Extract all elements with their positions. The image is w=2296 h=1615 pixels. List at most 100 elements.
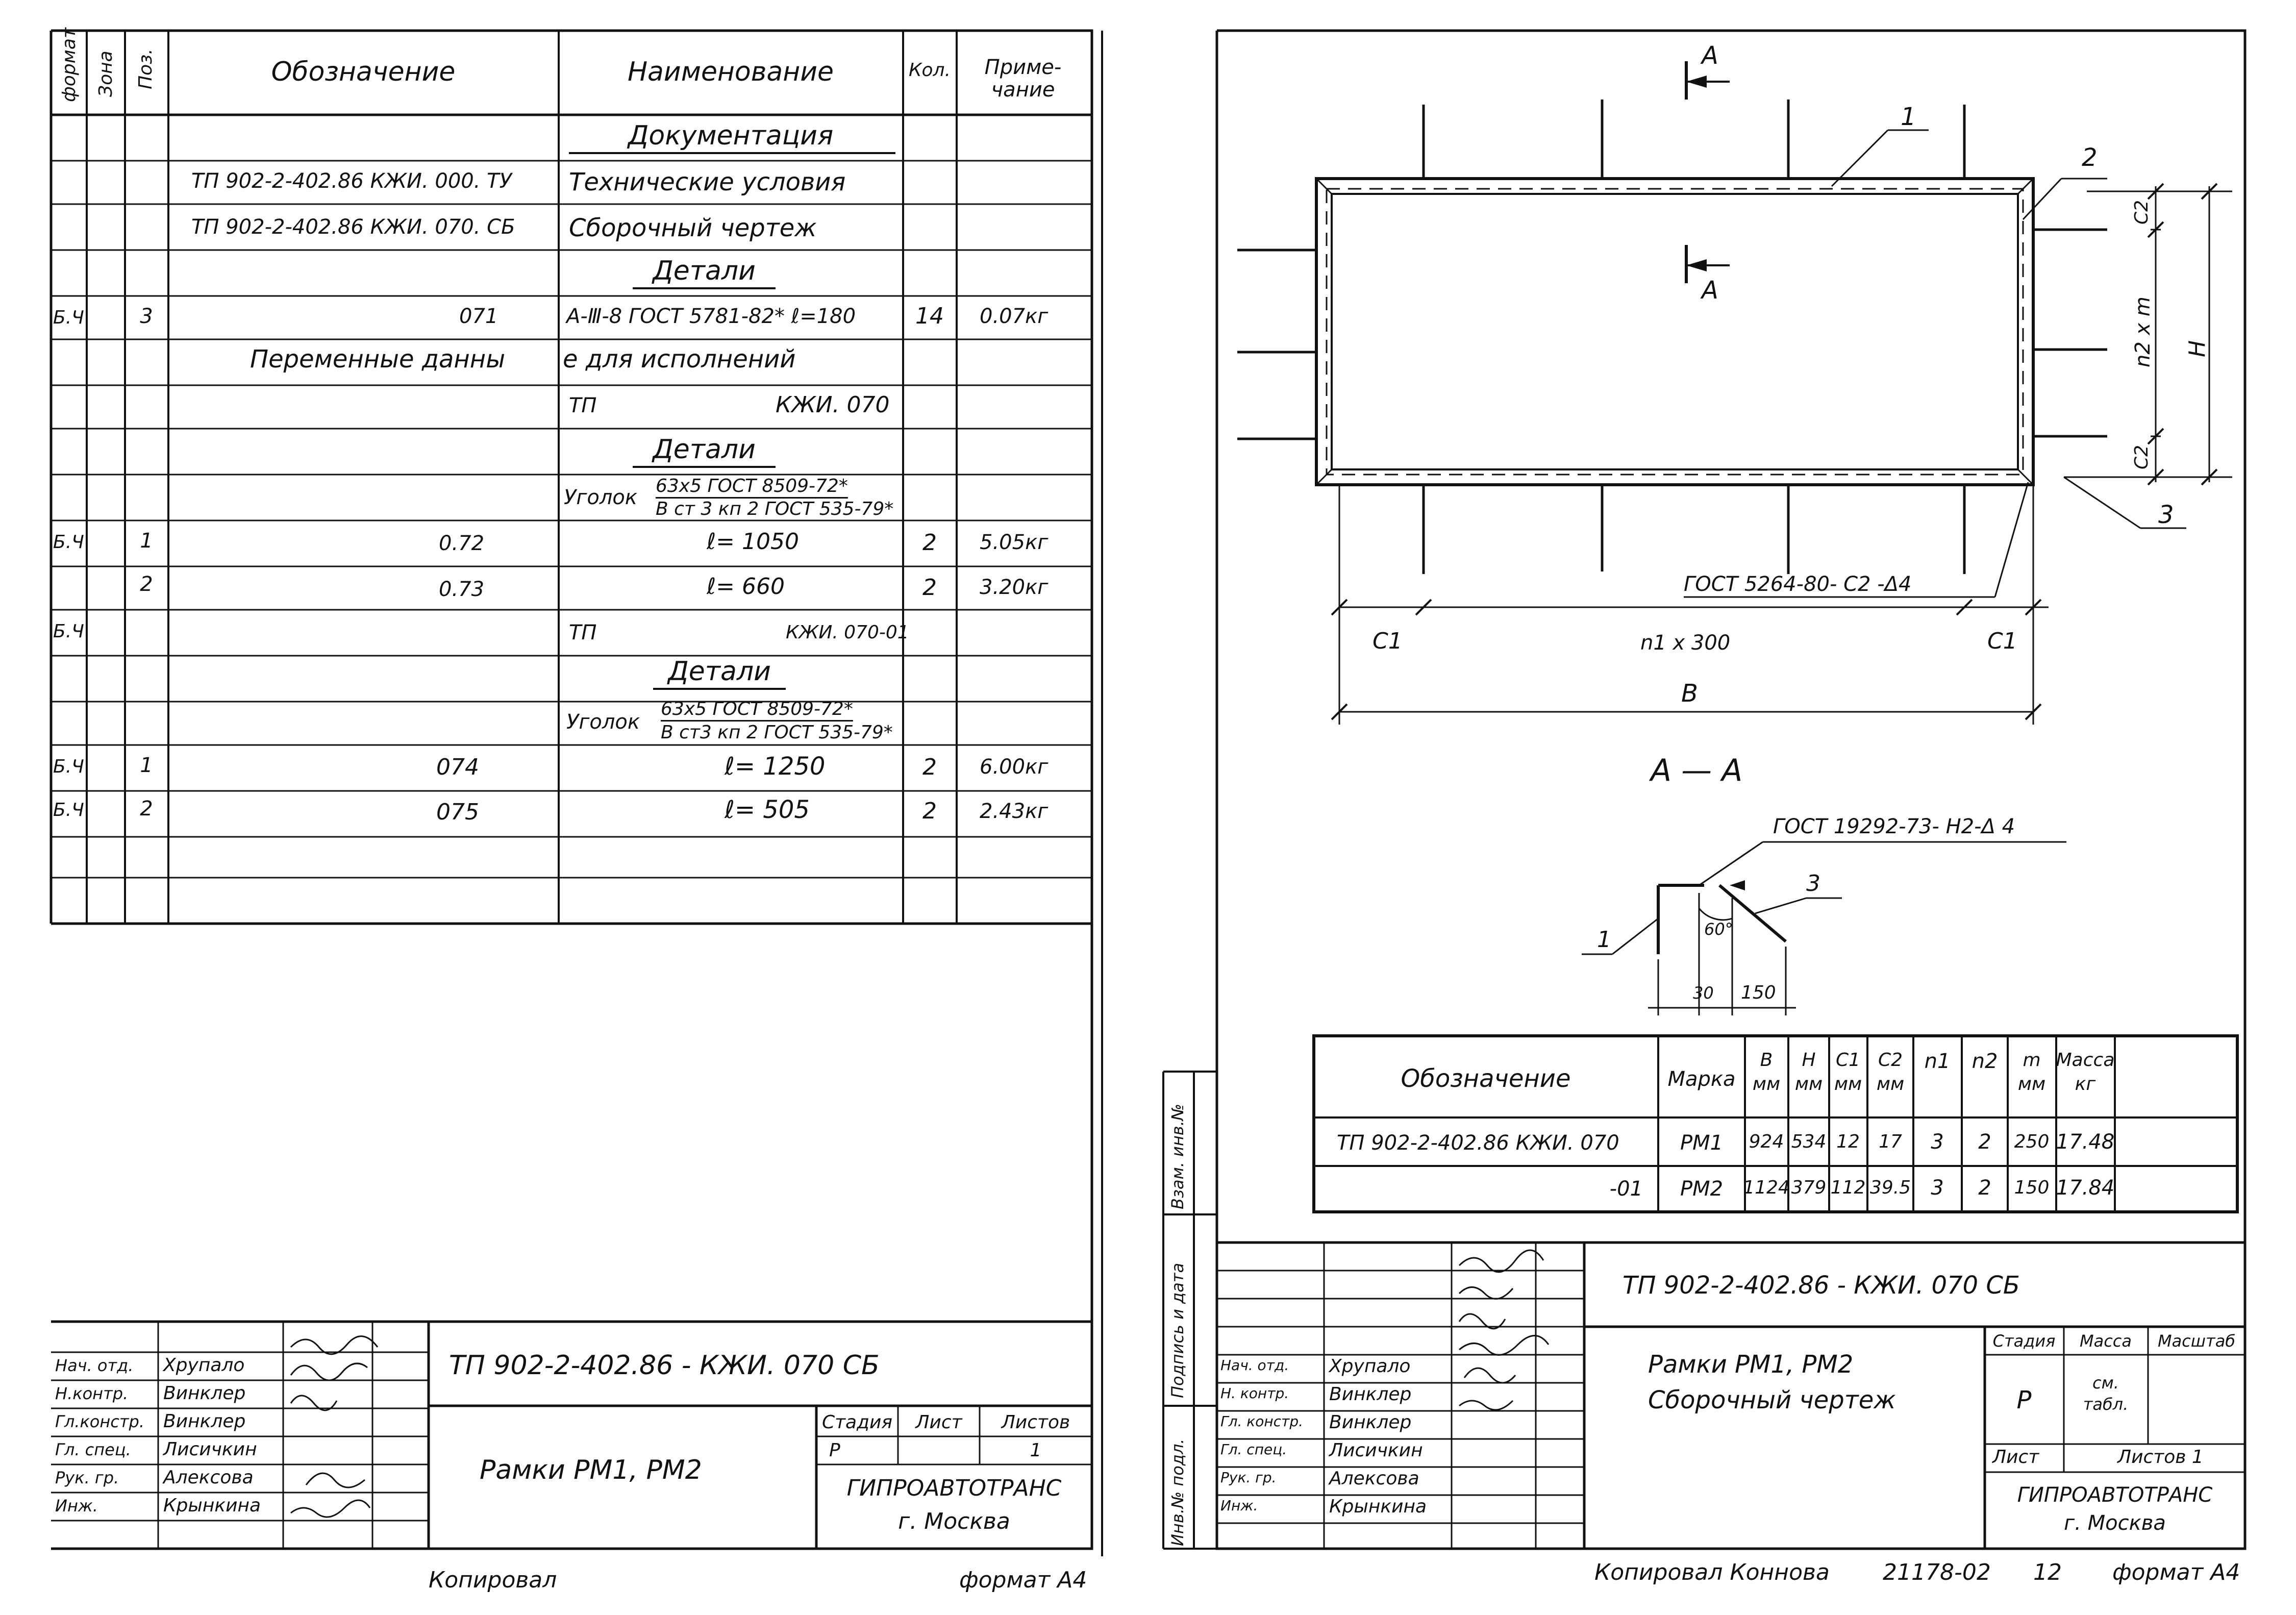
variable-data-left: Переменные данны xyxy=(250,345,506,374)
footer-sheet: 12 xyxy=(2033,1559,2062,1585)
role: Рук. гр. xyxy=(55,1468,119,1487)
params-cell: 39.5 xyxy=(1869,1177,1911,1198)
person-name: Алексова xyxy=(1329,1468,1419,1489)
params-cell: ТП 902-2-402.86 КЖИ. 070 xyxy=(1337,1131,1619,1155)
person-name: Винклер xyxy=(163,1383,246,1404)
section-mark-top: А xyxy=(1702,41,1718,70)
row-name: ℓ= 660 xyxy=(707,574,785,600)
stamp-signature-date: Подпись и дата xyxy=(1168,1262,1187,1398)
row-name: Технические условия xyxy=(569,168,846,196)
row-name-left: ТП xyxy=(569,394,597,417)
params-header-designation: Обозначение xyxy=(1401,1064,1571,1093)
callout-3: 3 xyxy=(2158,501,2174,529)
row-note: 5.05кг xyxy=(980,531,1049,554)
role: Рук. гр. xyxy=(1220,1469,1277,1486)
angle-spec-top: 63х5 ГОСТ 8509-72* xyxy=(656,476,848,496)
row-name: ℓ= 505 xyxy=(725,796,810,824)
org-name: ГИПРОАВТОТРАНС xyxy=(846,1475,1062,1501)
person-name: Хрупало xyxy=(163,1355,245,1376)
params-header-n2: n2 xyxy=(1971,1050,1998,1073)
person-name: Крынкина xyxy=(163,1495,261,1516)
row-format: Б.Ч xyxy=(53,756,84,777)
angle-spec-bottom: В ст3 кп 2 ГОСТ 535-79* xyxy=(661,722,893,743)
row-qty: 14 xyxy=(915,303,944,329)
drawing-code: ТП 902-2-402.86 - КЖИ. 070 СБ xyxy=(1623,1271,2020,1300)
row-pos: 2 xyxy=(140,573,153,596)
dim-n2m: n2 х m xyxy=(2131,296,2155,367)
person-name: Крынкина xyxy=(1329,1496,1427,1517)
row-name-right: КЖИ. 070 xyxy=(776,392,890,418)
params-cell: 1124 xyxy=(1743,1177,1790,1198)
row-note: 6.00кг xyxy=(980,755,1049,779)
drawing-title-1: Рамки РМ1, РМ2 xyxy=(1648,1350,1854,1379)
person-name: Лисичкин xyxy=(163,1439,257,1460)
drawing-title: Рамки РМ1, РМ2 xyxy=(480,1455,702,1485)
dim-b: В xyxy=(1681,679,1698,708)
mass-value: см. табл. xyxy=(2083,1373,2129,1414)
weld-note: ГОСТ 5264-80- С2 -Δ4 xyxy=(1684,573,1912,596)
footer-format: формат А4 xyxy=(959,1567,1087,1593)
section-title: А — А xyxy=(1651,753,1743,788)
params-cell: РМ2 xyxy=(1680,1177,1724,1201)
role: Гл. спец. xyxy=(55,1440,131,1459)
section-details-1: Детали xyxy=(653,256,756,286)
header-name: Наименование xyxy=(627,57,834,87)
params-cell: 2 xyxy=(1978,1176,1991,1200)
role: Гл. констр. xyxy=(1220,1413,1304,1430)
row-note: 3.20кг xyxy=(980,576,1049,599)
weld-note-2: ГОСТ 19292-73- Н2-Δ 4 xyxy=(1773,815,2015,838)
row-qty: 2 xyxy=(922,575,937,601)
row-name-right: КЖИ. 070-01 xyxy=(786,622,909,643)
params-cell: 17.84 xyxy=(2056,1176,2115,1200)
row-designation: 075 xyxy=(436,799,479,825)
role: Н. контр. xyxy=(1220,1385,1289,1402)
header-qty: Кол. xyxy=(908,60,951,81)
angle-label: Уголок xyxy=(564,486,638,509)
sheets-value: 1 xyxy=(1030,1440,1042,1461)
row-qty: 2 xyxy=(922,754,937,780)
dim-c1-left: С1 xyxy=(1372,628,1403,654)
dim-c2-bottom: С2 xyxy=(2131,444,2152,469)
person-name: Лисичкин xyxy=(1329,1440,1423,1461)
row-pos: 3 xyxy=(140,305,153,328)
section-documentation: Документация xyxy=(628,120,834,151)
stage-label: Стадия xyxy=(821,1412,893,1433)
angle-spec-top: 63х5 ГОСТ 8509-72* xyxy=(661,699,853,719)
dim-30: 30 xyxy=(1693,983,1714,1003)
row-designation: ТП 902-2-402.86 КЖИ. 000. ТУ xyxy=(191,169,512,193)
header-pos: Поз. xyxy=(135,48,156,89)
stamp-inv-orig: Инв.№ подл. xyxy=(1168,1438,1187,1546)
dim-150: 150 xyxy=(1741,982,1776,1003)
row-name: ℓ= 1050 xyxy=(707,529,800,555)
role: Гл. спец. xyxy=(1220,1441,1287,1458)
params-cell: 379 xyxy=(1791,1177,1827,1198)
role: Инж. xyxy=(1220,1497,1258,1514)
row-note: 2.43кг xyxy=(980,800,1049,823)
dim-h: Н xyxy=(2184,340,2210,357)
row-name: А-Ⅲ-8 ГОСТ 5781-82* ℓ=180 xyxy=(566,305,856,328)
role: Нач. отд. xyxy=(55,1356,134,1375)
row-pos: 2 xyxy=(140,797,153,821)
sheets-label: Листов xyxy=(1001,1412,1070,1433)
params-cell: -01 xyxy=(1609,1177,1643,1201)
person-name: Винклер xyxy=(1329,1412,1412,1433)
row-pos: 1 xyxy=(140,529,153,553)
stage-value: Р xyxy=(2016,1386,2032,1414)
row-format: Б.Ч xyxy=(53,800,84,821)
row-format: Б.Ч xyxy=(53,532,84,553)
params-cell: 250 xyxy=(2014,1131,2050,1152)
params-cell: 3 xyxy=(1931,1130,1944,1154)
role: Инж. xyxy=(55,1496,98,1515)
drawing-title-2: Сборочный чертеж xyxy=(1648,1386,1896,1414)
params-cell: 17.48 xyxy=(2056,1130,2115,1154)
angle-label: Уголок xyxy=(566,710,640,734)
person-name: Винклер xyxy=(163,1411,246,1432)
stamp-replaced-inv: Взам. инв.№ xyxy=(1168,1103,1187,1209)
row-note: 0.07кг xyxy=(980,305,1049,328)
params-cell: 534 xyxy=(1791,1131,1827,1152)
params-header-mass: Масса кг xyxy=(2056,1050,2115,1095)
angle-spec-bottom: В ст 3 кп 2 ГОСТ 535-79* xyxy=(656,499,894,519)
row-name: ℓ= 1250 xyxy=(725,752,826,781)
sheet-label: Лист xyxy=(1992,1447,2039,1468)
callout-1: 1 xyxy=(1901,103,1916,131)
